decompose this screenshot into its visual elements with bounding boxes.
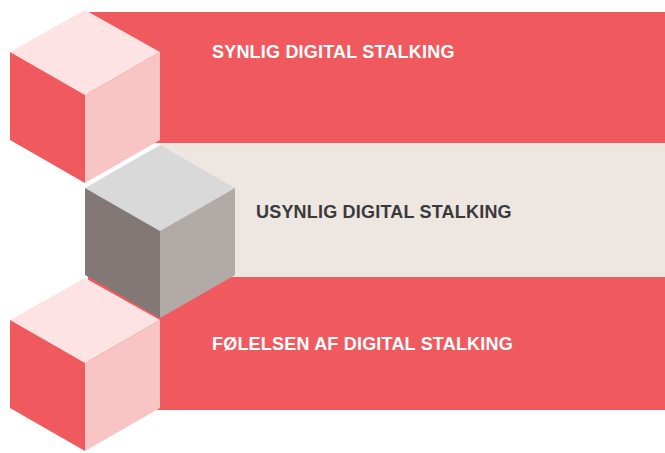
- beige-band: [160, 143, 665, 277]
- pink-cube: [10, 10, 160, 183]
- pink-cube: [10, 278, 160, 451]
- band-label-box: SYNLIG DIGITAL STALKING: [212, 38, 463, 67]
- band-label-box: FØLELSEN AF DIGITAL STALKING: [212, 330, 521, 359]
- band-label-box: USYNLIG DIGITAL STALKING: [256, 198, 520, 227]
- red-band: [88, 12, 665, 143]
- band-label: USYNLIG DIGITAL STALKING: [256, 202, 512, 223]
- band-label: FØLELSEN AF DIGITAL STALKING: [212, 334, 513, 355]
- band-label: SYNLIG DIGITAL STALKING: [212, 42, 455, 63]
